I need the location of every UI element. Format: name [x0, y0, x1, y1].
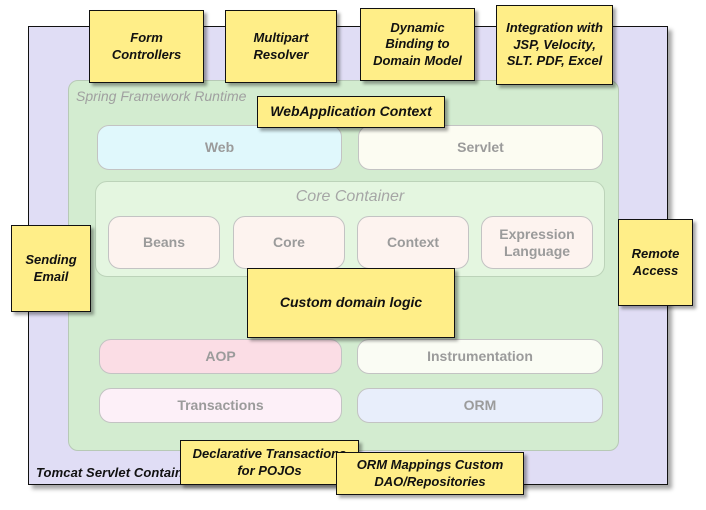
note-integration[interactable]: Integration with JSP, Velocity, SLT. PDF… [496, 5, 613, 85]
module-context[interactable]: Context [357, 216, 469, 269]
module-instrumentation-label: Instrumentation [427, 348, 533, 365]
module-expression-language-label: Expression Language [499, 225, 575, 259]
note-remote-access-text: Remote Access [631, 245, 680, 278]
spring-framework-runtime-label: Spring Framework Runtime [76, 88, 247, 104]
note-orm-mappings-text: ORM Mappings Custom DAO/Repositories [356, 456, 504, 489]
note-declarative-transactions-text: Declarative Transactions for POJOs [192, 445, 347, 478]
module-aop[interactable]: AOP [99, 339, 342, 374]
note-form-controllers[interactable]: Form Controllers [89, 10, 204, 83]
module-aop-label: AOP [205, 348, 236, 365]
module-beans-label: Beans [142, 234, 186, 251]
note-dynamic-binding[interactable]: Dynamic Binding to Domain Model [360, 8, 475, 81]
note-multipart-resolver[interactable]: Multipart Resolver [225, 10, 337, 83]
note-sending-email-text: Sending Email [25, 251, 77, 284]
module-servlet[interactable]: Servlet [358, 125, 603, 170]
module-instrumentation[interactable]: Instrumentation [357, 339, 603, 374]
note-sending-email[interactable]: Sending Email [11, 225, 91, 312]
note-webapplication-context[interactable]: WebApplication Context [257, 96, 445, 128]
module-orm-label: ORM [463, 397, 497, 414]
note-integration-text: Integration with JSP, Velocity, SLT. PDF… [506, 20, 603, 69]
module-context-label: Context [386, 234, 440, 251]
module-beans[interactable]: Beans [108, 216, 220, 269]
module-expression-language[interactable]: Expression Language [481, 216, 593, 269]
note-remote-access[interactable]: Remote Access [618, 219, 693, 306]
module-core[interactable]: Core [233, 216, 345, 269]
module-transactions-label: Transactions [177, 397, 264, 414]
note-multipart-resolver-text: Multipart Resolver [253, 29, 309, 62]
note-form-controllers-text: Form Controllers [111, 29, 182, 62]
module-web-label: Web [204, 139, 235, 156]
note-dynamic-binding-text: Dynamic Binding to Domain Model [373, 19, 462, 68]
module-web[interactable]: Web [97, 125, 342, 170]
note-orm-mappings[interactable]: ORM Mappings Custom DAO/Repositories [336, 452, 524, 495]
module-orm[interactable]: ORM [357, 388, 603, 423]
note-custom-domain-logic-text: Custom domain logic [279, 294, 423, 311]
module-transactions[interactable]: Transactions [99, 388, 342, 423]
note-declarative-transactions[interactable]: Declarative Transactions for POJOs [180, 440, 359, 485]
tomcat-servlet-container-label: Tomcat Servlet Container [36, 465, 196, 480]
core-container-label: Core Container [295, 188, 405, 205]
note-webapplication-context-text: WebApplication Context [270, 103, 432, 120]
note-custom-domain-logic[interactable]: Custom domain logic [247, 268, 455, 338]
module-servlet-label: Servlet [457, 139, 504, 156]
module-core-label: Core [273, 234, 305, 251]
